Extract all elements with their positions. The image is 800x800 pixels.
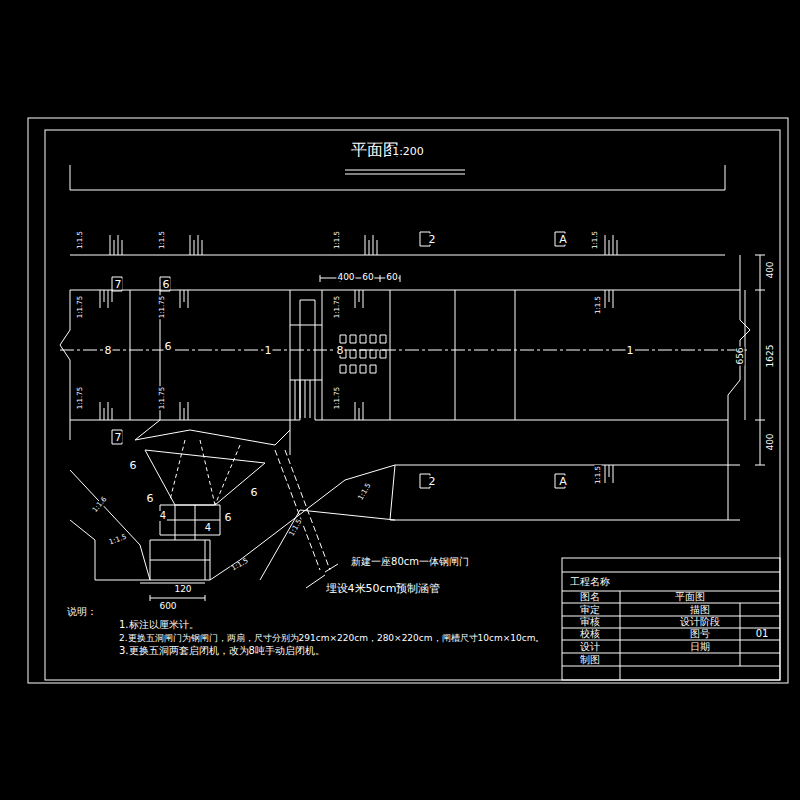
callout-text: 新建一座80cm一体钢闸门 (350, 557, 470, 567)
dimension: 400 (766, 260, 775, 279)
dimension: 400 (766, 432, 775, 451)
dimension: 656 (736, 346, 745, 365)
slope-ratio: 1:1.5 (77, 230, 84, 250)
title-block-cell: 审定 (579, 605, 601, 615)
slope-ratio: 1:1.5 (595, 295, 602, 315)
slope-ratio: 1:1.75 (77, 386, 84, 410)
slope-ratio: 1:1.75 (334, 295, 341, 319)
dimension: 120 (173, 585, 192, 594)
slope-ratio: 1:1.5 (107, 533, 128, 546)
dimension: 600 (158, 602, 177, 611)
note-text: 说明： (66, 607, 98, 617)
dimension: 1625 (766, 344, 775, 369)
dimension: 400 (336, 273, 355, 282)
title-block-cell: 校核 (579, 629, 601, 639)
slope-ratio: 1:1.5 (159, 230, 166, 250)
slope-ratio: 1:1.75 (159, 295, 166, 319)
section-marker: 6 (164, 341, 173, 352)
slope-ratio: 1:1.75 (77, 295, 84, 319)
section-marker: 2 (428, 234, 437, 245)
slope-ratio: 1:1.5 (288, 518, 304, 539)
note-text: 3.更换五洞两套启闭机，改为8吨手动启闭机。 (118, 646, 326, 656)
dimension: 60 (385, 273, 398, 282)
section-marker: 6 (250, 487, 259, 498)
slope-ratio: 1:1.5 (230, 557, 251, 573)
title-block-cell: 审核 (579, 617, 601, 627)
section-marker: 6 (224, 512, 233, 523)
dimension: 60 (361, 273, 374, 282)
section-marker: 7 (114, 432, 123, 443)
section-marker: 6 (129, 460, 138, 471)
title-block-cell: 图号 (689, 629, 711, 639)
section-marker: A (558, 234, 568, 245)
scale-label: 1:200 (391, 146, 425, 157)
title-block-cell: 日期 (689, 642, 711, 652)
section-marker: 6 (162, 279, 171, 290)
slope-ratio: 1:1.75 (159, 386, 166, 410)
slope-ratio: 1:1.5 (595, 465, 602, 485)
title-block-cell: 图名 (579, 592, 601, 602)
section-marker: A (558, 476, 568, 487)
section-marker: 8 (104, 345, 113, 356)
slope-ratio: 1:1.75 (334, 386, 341, 410)
section-marker: 1 (626, 345, 635, 356)
slope-ratio: 1:1.5 (357, 482, 373, 503)
title-block-cell: 制图 (579, 655, 601, 665)
note-text: 2.更换五洞闸门为钢闸门，两扇，尺寸分别为291cm×220cm，280×220… (118, 634, 545, 643)
title-block-cell: 描图 (689, 605, 711, 615)
slope-ratio: 1:1.6 (91, 495, 109, 515)
callout-text: 埋设4米50cm预制涵管 (325, 583, 442, 594)
section-marker: 6 (146, 493, 155, 504)
section-marker: 4 (159, 511, 167, 521)
section-marker: 1 (264, 345, 273, 356)
slope-ratio: 1:1.5 (592, 230, 599, 250)
section-marker: 8 (336, 345, 345, 356)
title-block-cell: 01 (755, 629, 770, 639)
title-block-cell: 工程名称 (569, 577, 611, 587)
section-marker: 2 (428, 476, 437, 487)
slope-ratio: 1:1.5 (334, 230, 341, 250)
section-marker: 7 (114, 279, 123, 290)
title-block-cell: 平面图 (674, 592, 706, 602)
note-text: 1.标注以厘米计。 (118, 620, 200, 630)
section-marker: 4 (204, 523, 212, 533)
title-block-cell: 设计阶段 (679, 617, 721, 627)
title-block-cell: 设计 (579, 642, 601, 652)
